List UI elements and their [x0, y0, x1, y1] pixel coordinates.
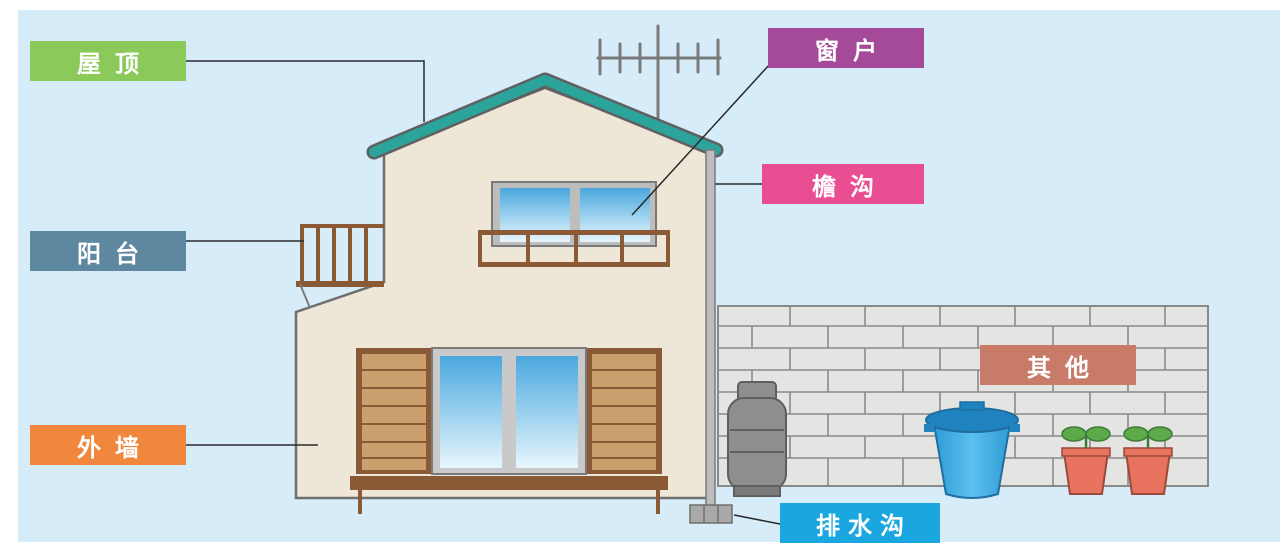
upper-window — [478, 181, 670, 267]
label-roof: 屋顶 — [30, 41, 186, 81]
water-bucket-icon — [924, 401, 1020, 499]
roof — [369, 75, 721, 157]
sliding-door — [350, 347, 668, 514]
potted-sprout-icon — [1061, 426, 1173, 495]
label-window: 窗户 — [768, 28, 924, 68]
label-gutter: 檐沟 — [762, 164, 924, 204]
antenna-icon — [596, 24, 722, 120]
label-other: 其他 — [980, 345, 1136, 385]
label-balcony: 阳台 — [30, 231, 186, 271]
gas-cylinder-icon — [727, 381, 787, 497]
label-outer-wall: 外墙 — [30, 425, 186, 465]
leader-lines — [186, 60, 781, 525]
label-drain: 排水沟 — [780, 503, 940, 543]
gutter-pipe — [689, 149, 733, 524]
side-balcony — [296, 224, 384, 309]
